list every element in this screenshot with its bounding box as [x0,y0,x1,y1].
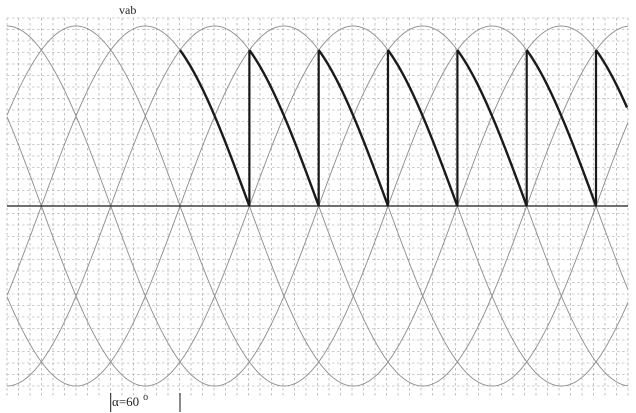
dashed-grid [6,17,629,396]
alpha-symbol: α [112,394,119,409]
output-segment [387,49,459,206]
waveform-label-vab: vab [119,3,136,17]
firing-angle-annotation: α=60 o [110,392,181,412]
output-voltage-waveform [179,49,629,206]
output-segment [179,49,251,206]
degree-mark: o [143,392,148,403]
alpha-value: =60 [119,394,139,409]
output-segment [525,49,597,206]
output-segment [317,49,389,206]
output-segment [248,49,320,206]
phase-curve [6,25,629,387]
firing-angle-label: α=60 o [112,392,148,409]
output-segment [595,49,629,108]
output-segment [456,49,528,206]
phase-curve [6,25,629,387]
